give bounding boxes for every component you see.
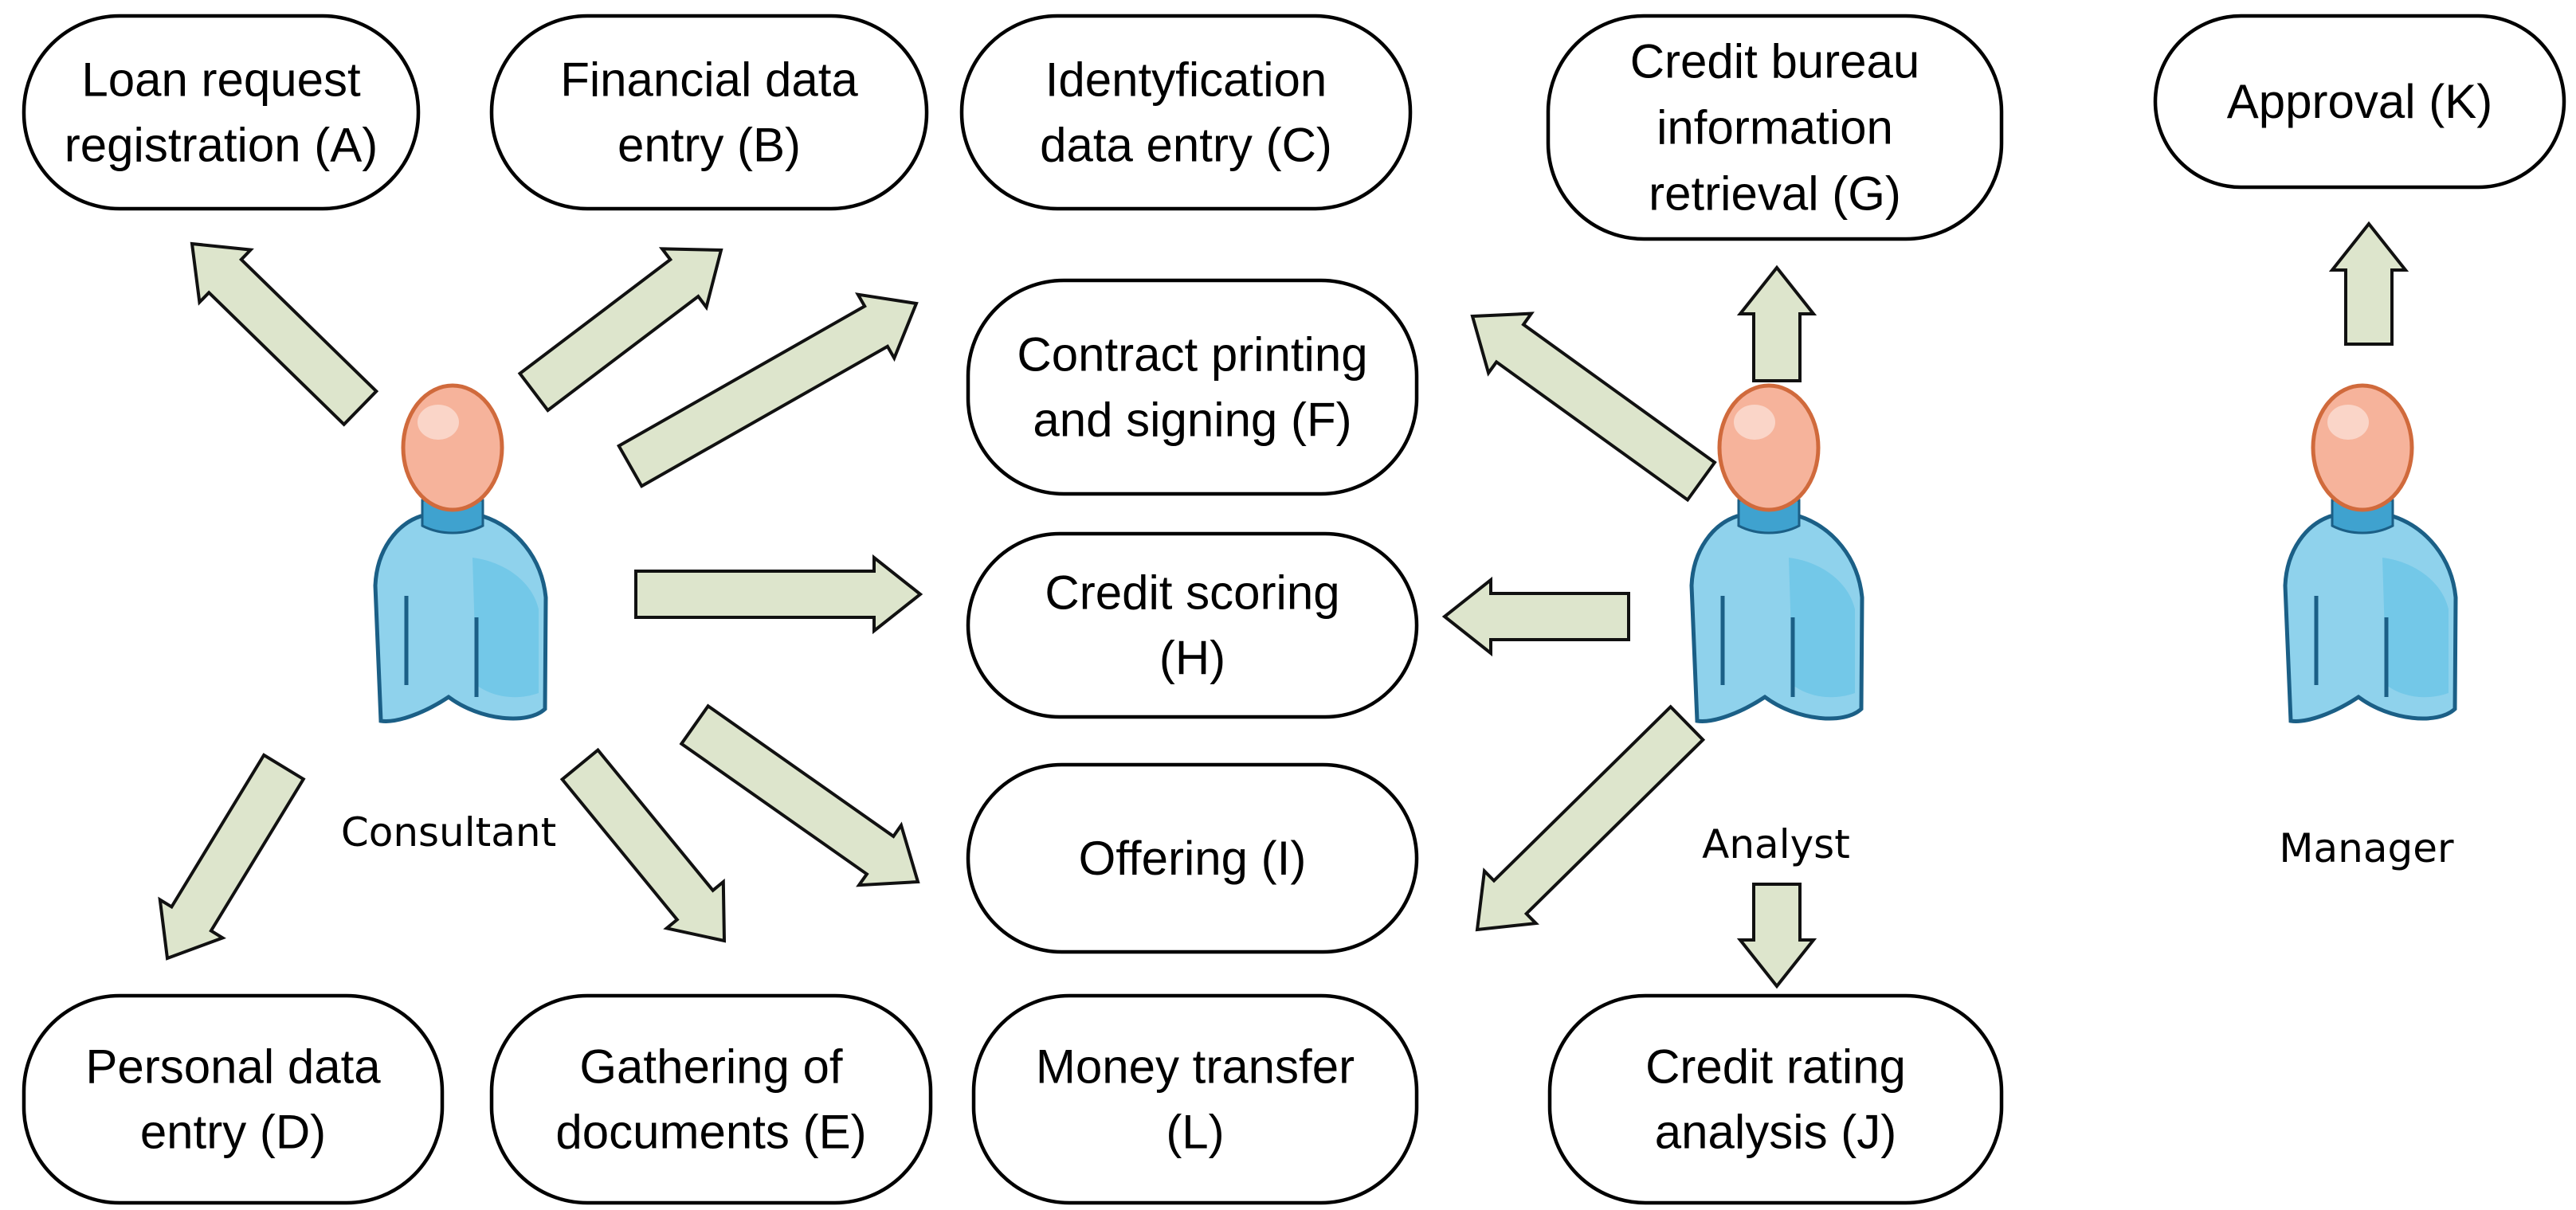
task-node-shape	[966, 278, 1419, 496]
arrow-consultant-to-b	[517, 247, 723, 413]
task-node-shape	[1546, 14, 2004, 241]
actor-label-consultant: Consultant	[341, 809, 556, 856]
arrow-consultant-to-h	[634, 554, 923, 635]
task-node-a: Loan request registration (A)	[22, 14, 421, 211]
task-label-line: entry (D)	[140, 1106, 326, 1159]
person-head	[1717, 383, 1821, 512]
task-label-line: entry (B)	[618, 119, 801, 172]
person-shading	[1789, 558, 1855, 698]
task-node-shape	[959, 14, 1413, 211]
task-node-shape	[22, 993, 445, 1205]
person-icon	[1689, 383, 1864, 723]
task-label-line: Financial data	[560, 53, 858, 107]
person-head-highlight	[1734, 405, 1775, 440]
arrows-layer	[158, 221, 2409, 989]
actor-analyst: Analyst	[1689, 383, 1864, 867]
arrow-analyst-to-f	[1470, 311, 1717, 503]
task-node-k: Approval (K)	[2153, 14, 2566, 190]
task-node-g: Credit bureau information retrieval (G)	[1546, 14, 2004, 241]
task-node-j: Credit rating analysis (J)	[1547, 993, 2004, 1205]
task-label-line: Identyfication	[1045, 53, 1327, 107]
arrow-analyst-to-g	[1736, 264, 1817, 382]
person-head	[2311, 383, 2414, 512]
task-node-shape	[1547, 993, 2004, 1205]
arrow-manager-to-k	[2328, 221, 2409, 346]
task-node-shape	[489, 993, 933, 1205]
person-head	[401, 383, 504, 512]
task-label-line: Loan request	[81, 53, 361, 107]
actor-consultant: Consultant	[341, 383, 556, 856]
task-label-line: Credit bureau	[1630, 35, 1920, 88]
person-head-highlight	[2327, 405, 2369, 440]
task-label-line: Contract printing	[1017, 328, 1367, 382]
task-label-line: Offering (I)	[1079, 832, 1307, 885]
task-label-line: information	[1657, 101, 1893, 155]
person-head-highlight	[418, 405, 459, 440]
task-label-line: registration (A)	[65, 119, 378, 172]
actor-label-analyst: Analyst	[1702, 821, 1850, 867]
actors-layer: Consultant Analyst Manager	[341, 383, 2458, 871]
task-node-d: Personal data entry (D)	[22, 993, 445, 1205]
task-node-e: Gathering of documents (E)	[489, 993, 933, 1205]
task-node-shape	[966, 762, 1419, 954]
task-node-shape	[966, 531, 1419, 719]
arrow-consultant-to-i	[679, 703, 920, 887]
task-label-line: data entry (C)	[1040, 119, 1332, 172]
task-node-h: Credit scoring (H)	[966, 531, 1419, 719]
actor-label-manager: Manager	[2279, 825, 2454, 871]
task-label-line: Money transfer	[1036, 1040, 1355, 1094]
arrow-consultant-to-e	[559, 747, 727, 943]
task-label-line: Credit rating	[1645, 1040, 1906, 1094]
task-node-i: Offering (I)	[966, 762, 1419, 954]
arrow-consultant-to-f	[616, 292, 919, 488]
task-label-line: and signing (F)	[1033, 394, 1351, 447]
person-shading	[472, 558, 539, 698]
task-label-line: documents (E)	[555, 1106, 866, 1159]
task-node-shape	[971, 993, 1419, 1205]
nodes-layer: Loan request registration (A) Financial da…	[22, 14, 2566, 1205]
task-label-line: retrieval (G)	[1649, 167, 1901, 221]
arrow-consultant-to-a	[190, 241, 379, 427]
actor-manager: Manager	[2279, 383, 2458, 871]
task-node-shape	[22, 14, 421, 211]
task-node-c: Identyfication data entry (C)	[959, 14, 1413, 211]
person-icon	[373, 383, 548, 723]
task-label-line: Approval (K)	[2227, 75, 2492, 128]
person-shading	[2382, 558, 2449, 698]
task-label-line: Gathering of	[579, 1040, 843, 1094]
task-node-b: Financial data entry (B)	[489, 14, 929, 211]
task-node-f: Contract printing and signing (F)	[966, 278, 1419, 496]
task-node-shape	[489, 14, 929, 211]
task-label-line: analysis (J)	[1655, 1106, 1896, 1159]
task-node-shape	[2153, 14, 2566, 190]
task-label-line: Personal data	[85, 1040, 381, 1094]
arrow-analyst-to-j	[1736, 883, 1817, 989]
task-label-line: (L)	[1166, 1106, 1224, 1159]
task-label-line: Credit scoring	[1045, 566, 1339, 620]
arrow-consultant-to-d	[158, 753, 306, 961]
task-node-l: Money transfer (L)	[971, 993, 1419, 1205]
arrow-analyst-to-i	[1475, 704, 1706, 932]
person-icon	[2283, 383, 2458, 723]
arrow-analyst-to-h	[1441, 576, 1630, 657]
task-label-line: (H)	[1159, 632, 1225, 685]
